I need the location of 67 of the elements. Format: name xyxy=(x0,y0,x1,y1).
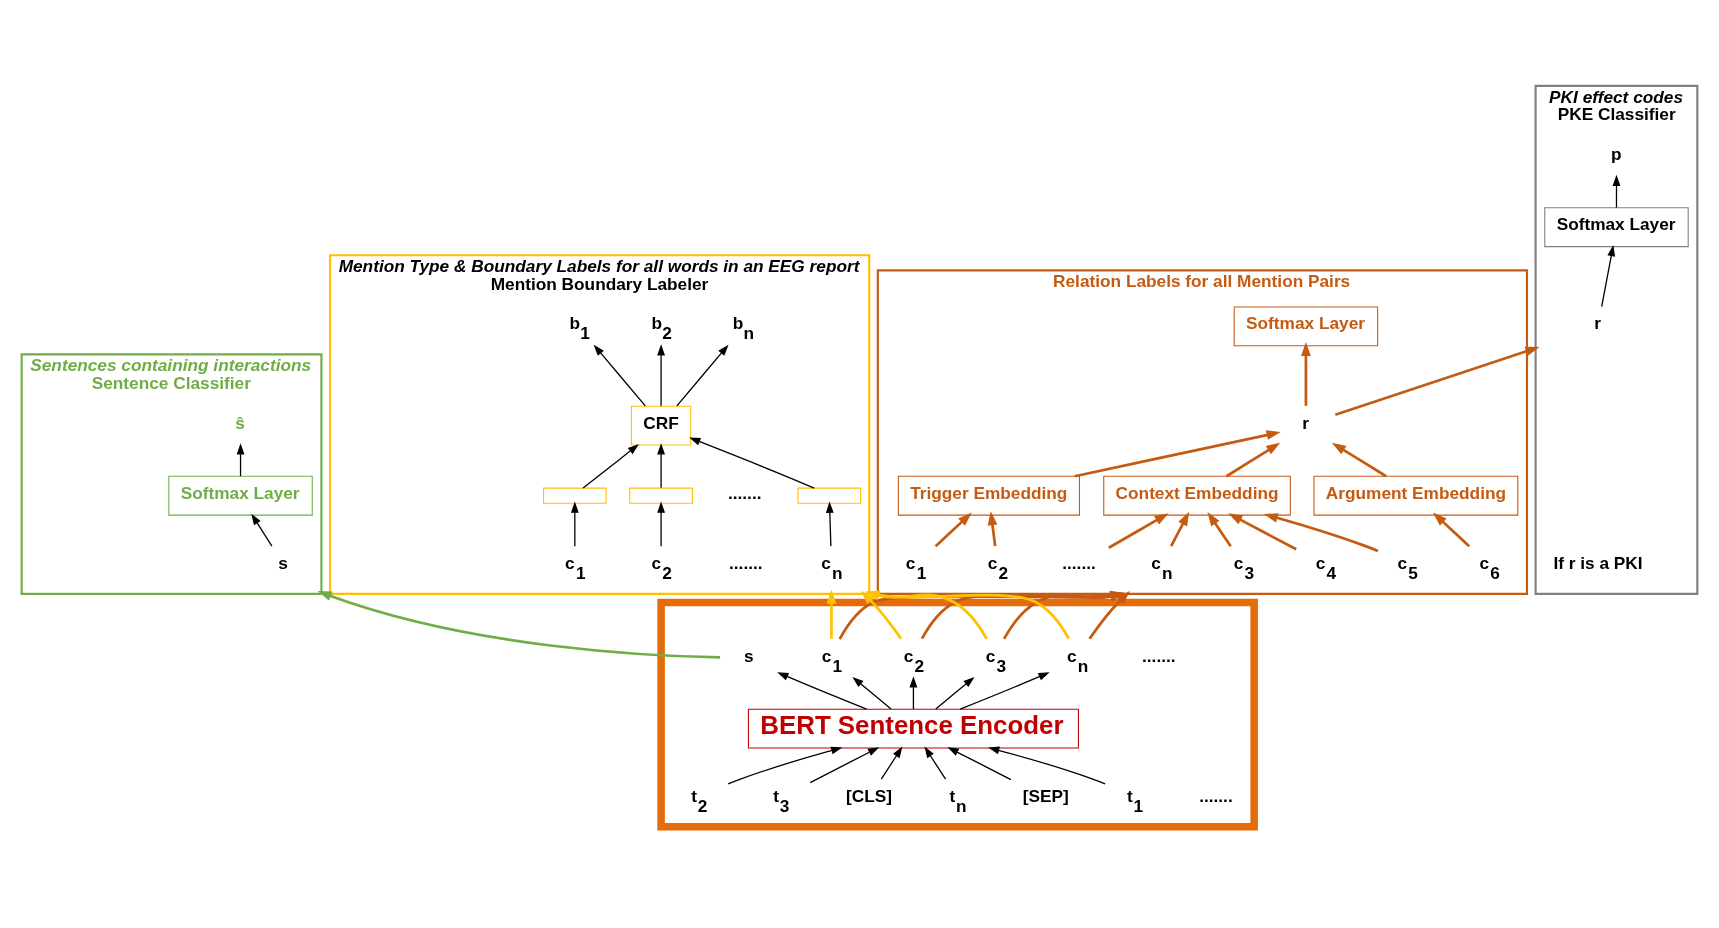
arrow xyxy=(251,513,273,547)
node-label: PKI effect codes xyxy=(1549,86,1683,107)
arrow xyxy=(935,676,975,710)
node-box: Context Embedding xyxy=(1103,475,1291,516)
node-text: p xyxy=(1611,143,1622,164)
arrow xyxy=(880,746,903,780)
arrow xyxy=(593,344,646,406)
arrow xyxy=(1432,512,1471,547)
node-text: s xyxy=(278,552,288,573)
arrow xyxy=(1301,341,1311,406)
arrow xyxy=(826,589,837,639)
arrow xyxy=(1228,512,1297,550)
arrow xyxy=(909,675,918,710)
arrow xyxy=(1074,429,1281,478)
arrow xyxy=(317,590,721,659)
node-text: r xyxy=(1594,312,1602,333)
arrow xyxy=(657,501,665,547)
arrow xyxy=(825,501,834,547)
arrow xyxy=(676,344,729,406)
arrow xyxy=(1334,346,1540,416)
node-box: Argument Embedding xyxy=(1313,475,1519,516)
node-box xyxy=(629,487,693,504)
node-text: ŝ xyxy=(235,412,245,433)
label: ....... xyxy=(729,552,763,573)
arrow xyxy=(1108,512,1169,549)
arrow xyxy=(727,746,843,785)
arrow xyxy=(987,510,998,546)
arrow xyxy=(1601,244,1616,307)
node-box: CRF xyxy=(630,405,692,446)
node-label: Mention Type & Boundary Labels for all words in an EEG report xyxy=(338,255,860,276)
arrow xyxy=(988,746,1106,784)
arrow xyxy=(582,443,639,489)
label: ....... xyxy=(1142,645,1176,666)
arrow xyxy=(777,671,868,710)
arrow xyxy=(1331,442,1387,477)
arrow xyxy=(1612,174,1621,208)
node-box: BERT Sentence Encoder xyxy=(747,708,1079,749)
arrow xyxy=(657,343,665,406)
arrow xyxy=(236,442,245,477)
arrow xyxy=(947,746,1012,780)
arrow xyxy=(924,746,947,780)
node-text: [SEP] xyxy=(1022,785,1069,806)
arrow xyxy=(570,501,579,547)
node-box: Softmax Layer xyxy=(168,475,313,516)
node-box: Softmax Layer xyxy=(1233,305,1379,346)
label: If r is a PKI xyxy=(1553,552,1643,573)
arrow xyxy=(1169,511,1190,547)
arrow xyxy=(1207,511,1232,547)
arrow xyxy=(934,512,972,547)
label: ....... xyxy=(727,482,762,503)
arrow xyxy=(959,671,1050,710)
arrow xyxy=(1225,442,1281,477)
arrow xyxy=(809,746,880,783)
node-box: Softmax Layer xyxy=(1544,206,1689,247)
node-text: s xyxy=(744,645,754,666)
node-box: Trigger Embedding xyxy=(897,475,1080,516)
node-box xyxy=(797,487,862,504)
node-text: ....... xyxy=(1062,552,1096,573)
node-box xyxy=(543,487,607,504)
arrow xyxy=(657,442,665,488)
arrow xyxy=(1263,512,1379,552)
node-text: [CLS] xyxy=(846,785,893,806)
arrow xyxy=(689,437,815,489)
node-text: r xyxy=(1302,412,1309,433)
label: ....... xyxy=(1199,785,1233,806)
node-label: Sentences containing interactions xyxy=(30,354,312,375)
arrow xyxy=(852,676,892,710)
